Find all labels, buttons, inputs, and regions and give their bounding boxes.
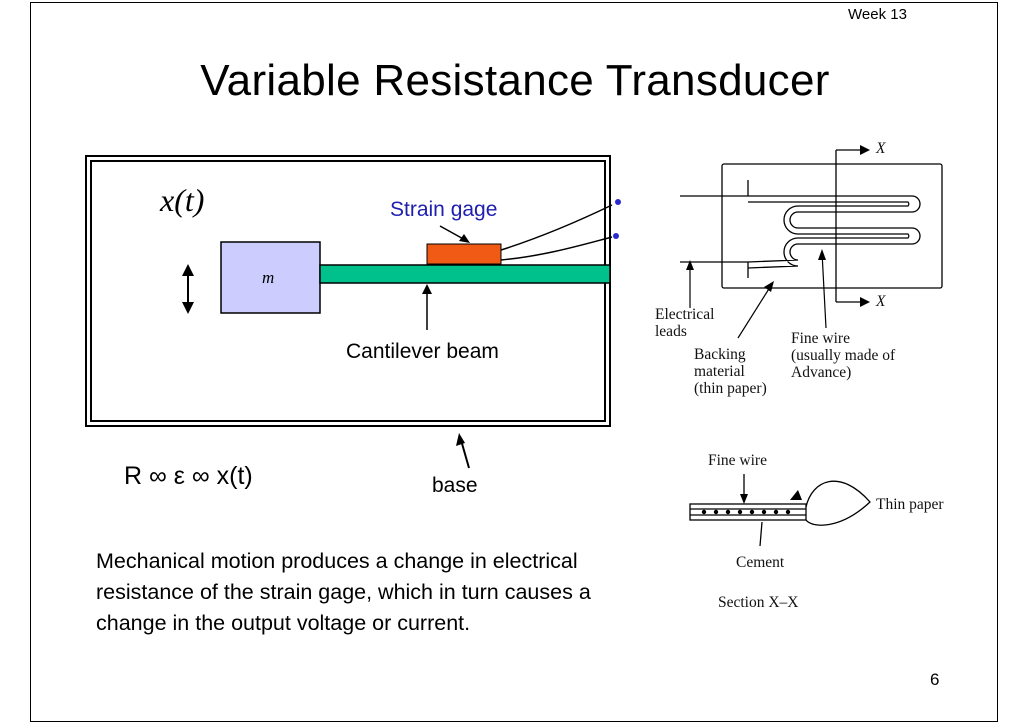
displacement-arrowhead-up	[182, 264, 194, 276]
gage-drawing	[680, 149, 943, 303]
electrical-leads-label: Electrical leads	[655, 306, 715, 340]
section-fine-wire-label: Fine wire	[708, 452, 767, 469]
strain-gage-label: Strain gage	[390, 198, 498, 221]
displacement-label: x(t)	[160, 182, 205, 218]
thin-paper-loop	[805, 480, 871, 526]
slide-frame	[30, 2, 998, 722]
axis-arrowhead-bottom	[860, 297, 870, 307]
cantilever-label: Cantilever beam	[346, 340, 499, 363]
base-arrow	[460, 439, 470, 469]
section-caption: Section X–X	[718, 594, 799, 611]
gage-lead-wire-1	[500, 204, 613, 251]
relation-formula: R ∞ ε ∞ x(t)	[124, 462, 253, 490]
lead-terminal-1	[615, 199, 621, 205]
loop-arrowhead	[790, 490, 802, 500]
backing-material	[721, 163, 943, 289]
axis-arrowhead-top	[860, 145, 870, 155]
week-label: Week 13	[848, 6, 907, 23]
wire-leader	[821, 251, 827, 329]
base-label: base	[432, 474, 478, 497]
section-thin-paper-label: Thin paper	[876, 496, 944, 513]
section-drawing	[689, 474, 871, 547]
displacement-arrowhead-down	[182, 302, 194, 314]
section-wire-dots	[701, 509, 791, 515]
base-box-inner	[90, 160, 606, 422]
fine-wire-serpentine	[747, 195, 921, 269]
mass-block	[220, 241, 321, 314]
slide-title: Variable Resistance Transducer	[200, 56, 830, 105]
base-arrowhead	[456, 433, 465, 446]
mass-label: m	[262, 268, 275, 287]
strain-gage	[426, 243, 502, 265]
section-cement-label: Cement	[736, 554, 785, 571]
leads-leader-1-head	[686, 260, 694, 270]
cantilever-arrowhead	[422, 284, 432, 294]
fine-wire-label: Fine wire (usually made of Advance)	[791, 330, 896, 381]
backing-leader-head	[764, 281, 774, 292]
gage-lead-wire-2	[500, 236, 613, 261]
section-paper	[689, 503, 807, 521]
base-box-outer	[85, 155, 611, 427]
page-number: 6	[930, 670, 940, 689]
cantilever-beam	[319, 264, 611, 284]
strain-gage-arrowhead	[459, 234, 470, 243]
backing-leader	[737, 283, 773, 339]
section-wire-arrowhead	[740, 494, 748, 504]
axis-label-bottom: X	[876, 293, 886, 310]
wire-leader-head	[818, 249, 826, 260]
lead-terminal-2	[613, 233, 619, 239]
axis-label-top: X	[876, 140, 886, 157]
section-cement-leader	[759, 521, 763, 547]
backing-material-label: Backing material (thin paper)	[694, 346, 767, 397]
body-text: Mechanical motion produces a change in e…	[96, 549, 591, 635]
